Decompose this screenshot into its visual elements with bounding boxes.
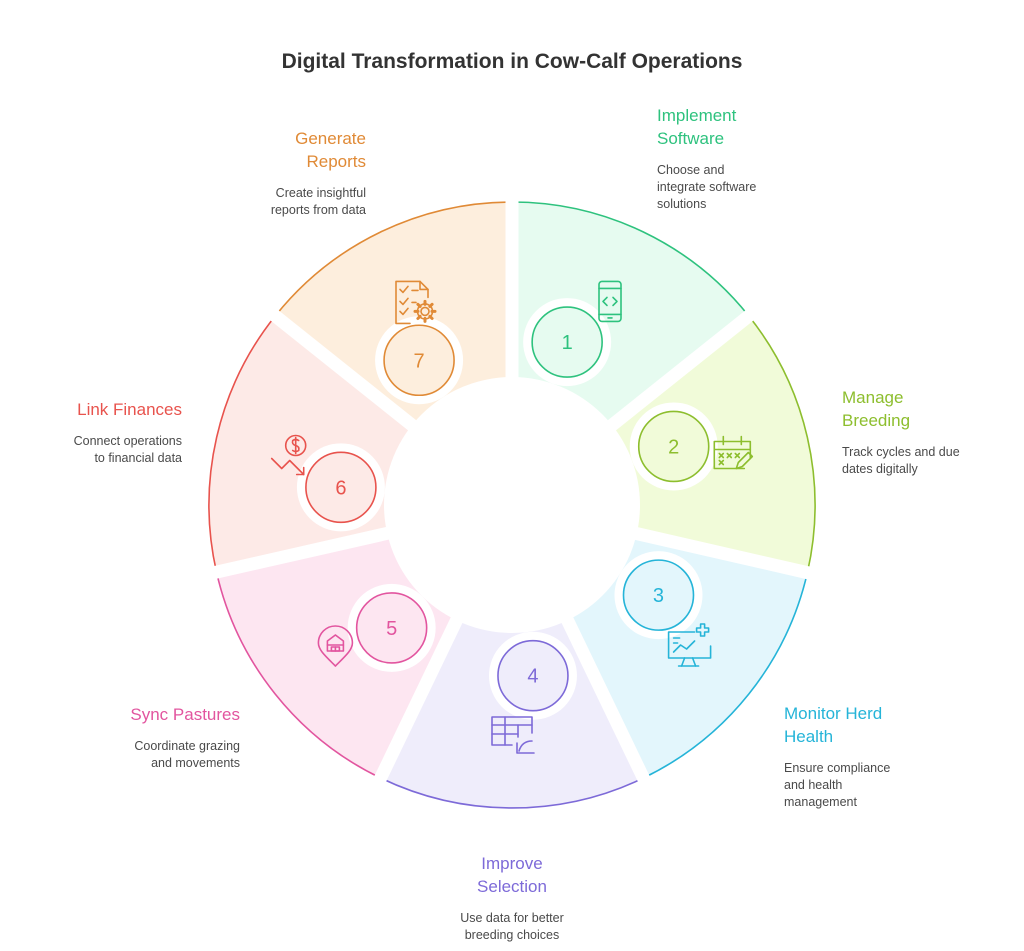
step-3-description: Ensure compliance and health management — [784, 761, 891, 809]
number-circle-2 — [637, 410, 710, 483]
number-circle-4 — [497, 639, 569, 712]
label-step-2: Manage Breeding Track cycles and due dat… — [842, 386, 960, 478]
number-layer: 1 2 3 4 5 6 7 — [270, 280, 754, 754]
step-number-1: 1 — [562, 332, 573, 354]
barn-location-icon — [317, 625, 354, 667]
step-5-title: Sync Pastures — [130, 705, 240, 724]
number-circle-5 — [355, 592, 428, 664]
step-1-description: Choose and integrate software solutions — [657, 163, 757, 211]
step-4-title: Improve Selection — [477, 854, 547, 896]
label-step-1: Implement Software Choose and integrate … — [657, 104, 756, 213]
label-step-7: Generate Reports Create insightful repor… — [166, 127, 366, 219]
step-number-3: 3 — [653, 585, 664, 607]
report-settings-icon — [395, 280, 437, 325]
step-number-2: 2 — [668, 436, 679, 458]
center-hub — [384, 377, 640, 633]
step-number-4: 4 — [527, 666, 538, 688]
step-1-title: Implement Software — [657, 106, 737, 148]
step-7-description: Create insightful reports from data — [270, 186, 366, 217]
number-circle-1 — [531, 306, 603, 378]
diagram-title: Digital Transformation in Cow-Calf Opera… — [281, 50, 743, 73]
number-circle-7 — [383, 324, 455, 397]
money-down-icon — [270, 434, 307, 476]
step-6-description: Connect operations to financial data — [73, 434, 182, 465]
step-2-title: Manage Breeding — [842, 388, 911, 430]
step-7-title: Generate Reports — [295, 129, 366, 171]
label-step-6: Link Finances Connect operations to fina… — [2, 398, 182, 467]
label-step-5: Sync Pastures Coordinate grazing and mov… — [40, 703, 240, 772]
label-step-3: Monitor Herd Health Ensure compliance an… — [784, 702, 890, 811]
step-5-description: Coordinate grazing and movements — [134, 739, 240, 770]
step-3-title: Monitor Herd Health — [784, 704, 883, 746]
label-step-4: Improve Selection Use data for better br… — [412, 852, 612, 944]
step-number-7: 7 — [414, 350, 425, 372]
step-6-title: Link Finances — [77, 400, 182, 419]
number-circle-6 — [305, 451, 377, 524]
number-circle-3 — [622, 559, 695, 631]
table-chart-icon — [491, 716, 535, 754]
calendar-edit-icon — [713, 435, 754, 470]
step-number-5: 5 — [386, 618, 397, 640]
step-number-6: 6 — [335, 477, 346, 499]
step-2-description: Track cycles and due dates digitally — [842, 445, 960, 476]
step-4-description: Use data for better breeding choices — [460, 911, 564, 942]
monitor-health-icon — [667, 623, 712, 667]
mobile-code-icon — [598, 280, 622, 323]
